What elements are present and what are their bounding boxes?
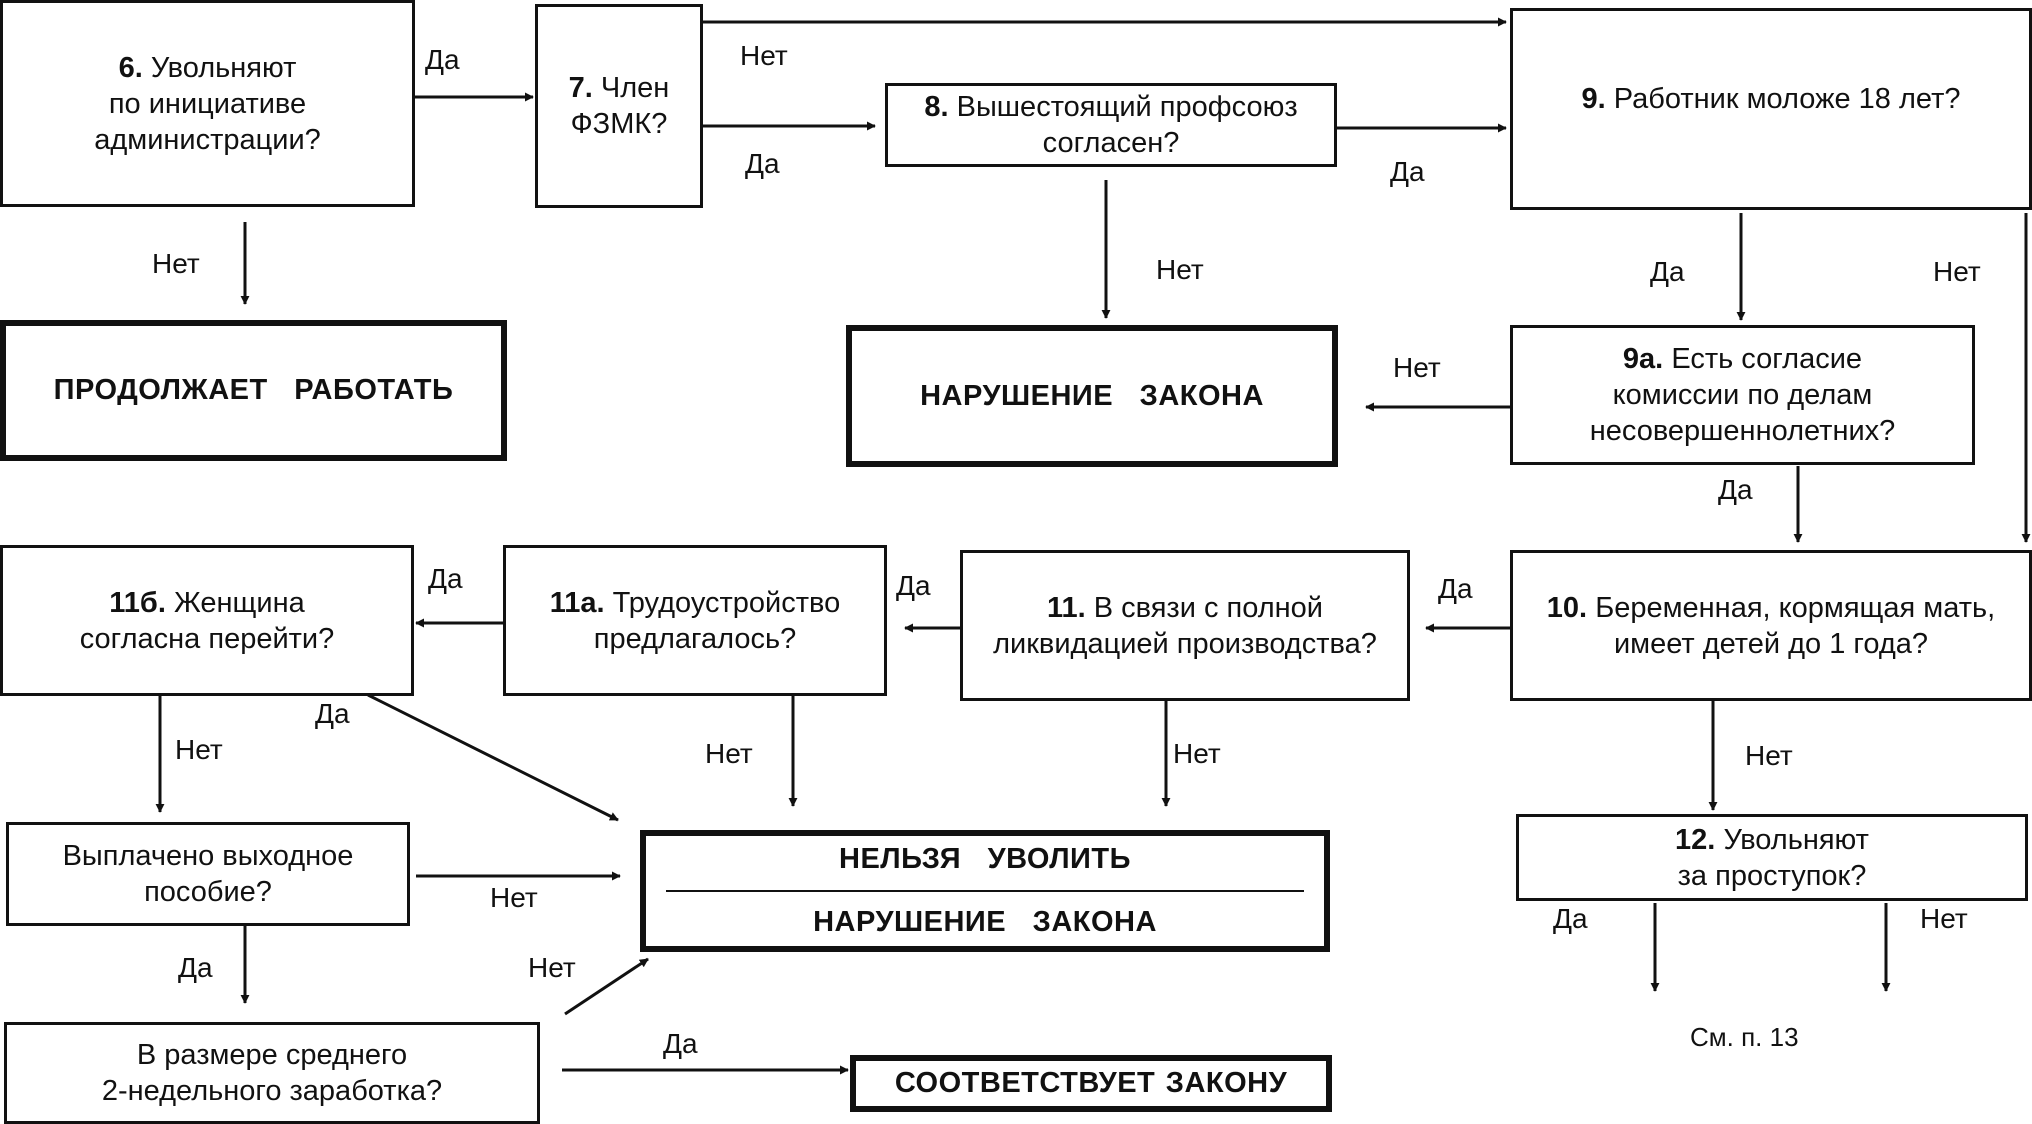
- label-11-yes: Да: [896, 570, 931, 601]
- label-9a-yes: Да: [1718, 474, 1753, 505]
- label-8-yes: Да: [1390, 156, 1425, 187]
- label-severance-yes: Да: [178, 952, 213, 983]
- label-12-yes: Да: [1553, 903, 1588, 934]
- see-item-13-note: См. п. 13: [1690, 1022, 1799, 1052]
- label-9-yes: Да: [1650, 256, 1685, 287]
- label-9a-no: Нет: [1393, 352, 1441, 383]
- label-severance-no: Нет: [490, 882, 538, 913]
- outcome-complies-with-law: СООТВЕТСТВУЕТ ЗАКОНУ: [850, 1055, 1332, 1112]
- label-8-no: Нет: [1156, 254, 1204, 285]
- label-6-no: Нет: [152, 248, 200, 279]
- label-11a-no: Нет: [705, 738, 753, 769]
- label-10-yes: Да: [1438, 573, 1473, 604]
- label-12-no: Нет: [1920, 903, 1968, 934]
- arrow-11b-to-cannot-fire: [367, 693, 619, 822]
- label-11b-no: Нет: [175, 734, 223, 765]
- label-6-yes: Да: [425, 44, 460, 75]
- outcome-cannot-fire-violation: НЕЛЬЗЯ УВОЛИТЬ НАРУШЕНИЕ ЗАКОНА: [640, 830, 1330, 952]
- label-11-no: Нет: [1173, 738, 1221, 769]
- label-7-yes: Да: [745, 148, 780, 179]
- label-11b-yes: Да: [315, 698, 350, 729]
- node-10-pregnant-or-nursing: 10. Беременная, кормящая мать,имеет дете…: [1510, 550, 2032, 701]
- label-9-no: Нет: [1933, 256, 1981, 287]
- label-11a-yes: Да: [428, 563, 463, 594]
- outcome-law-violation: НАРУШЕНИЕ ЗАКОНА: [846, 325, 1338, 467]
- node-9-under-18: 9. Работник моложе 18 лет?: [1510, 8, 2032, 210]
- outcome-continues-working: ПРОДОЛЖАЕТ РАБОТАТЬ: [0, 320, 507, 461]
- label-avgpay-yes: Да: [663, 1028, 698, 1059]
- outcome-divider: [666, 890, 1304, 892]
- label-10-no: Нет: [1745, 740, 1793, 771]
- label-7-no: Нет: [740, 40, 788, 71]
- arrow-avgpay-to-cannot-fire: [564, 957, 649, 1016]
- label-avgpay-no: Нет: [528, 952, 576, 983]
